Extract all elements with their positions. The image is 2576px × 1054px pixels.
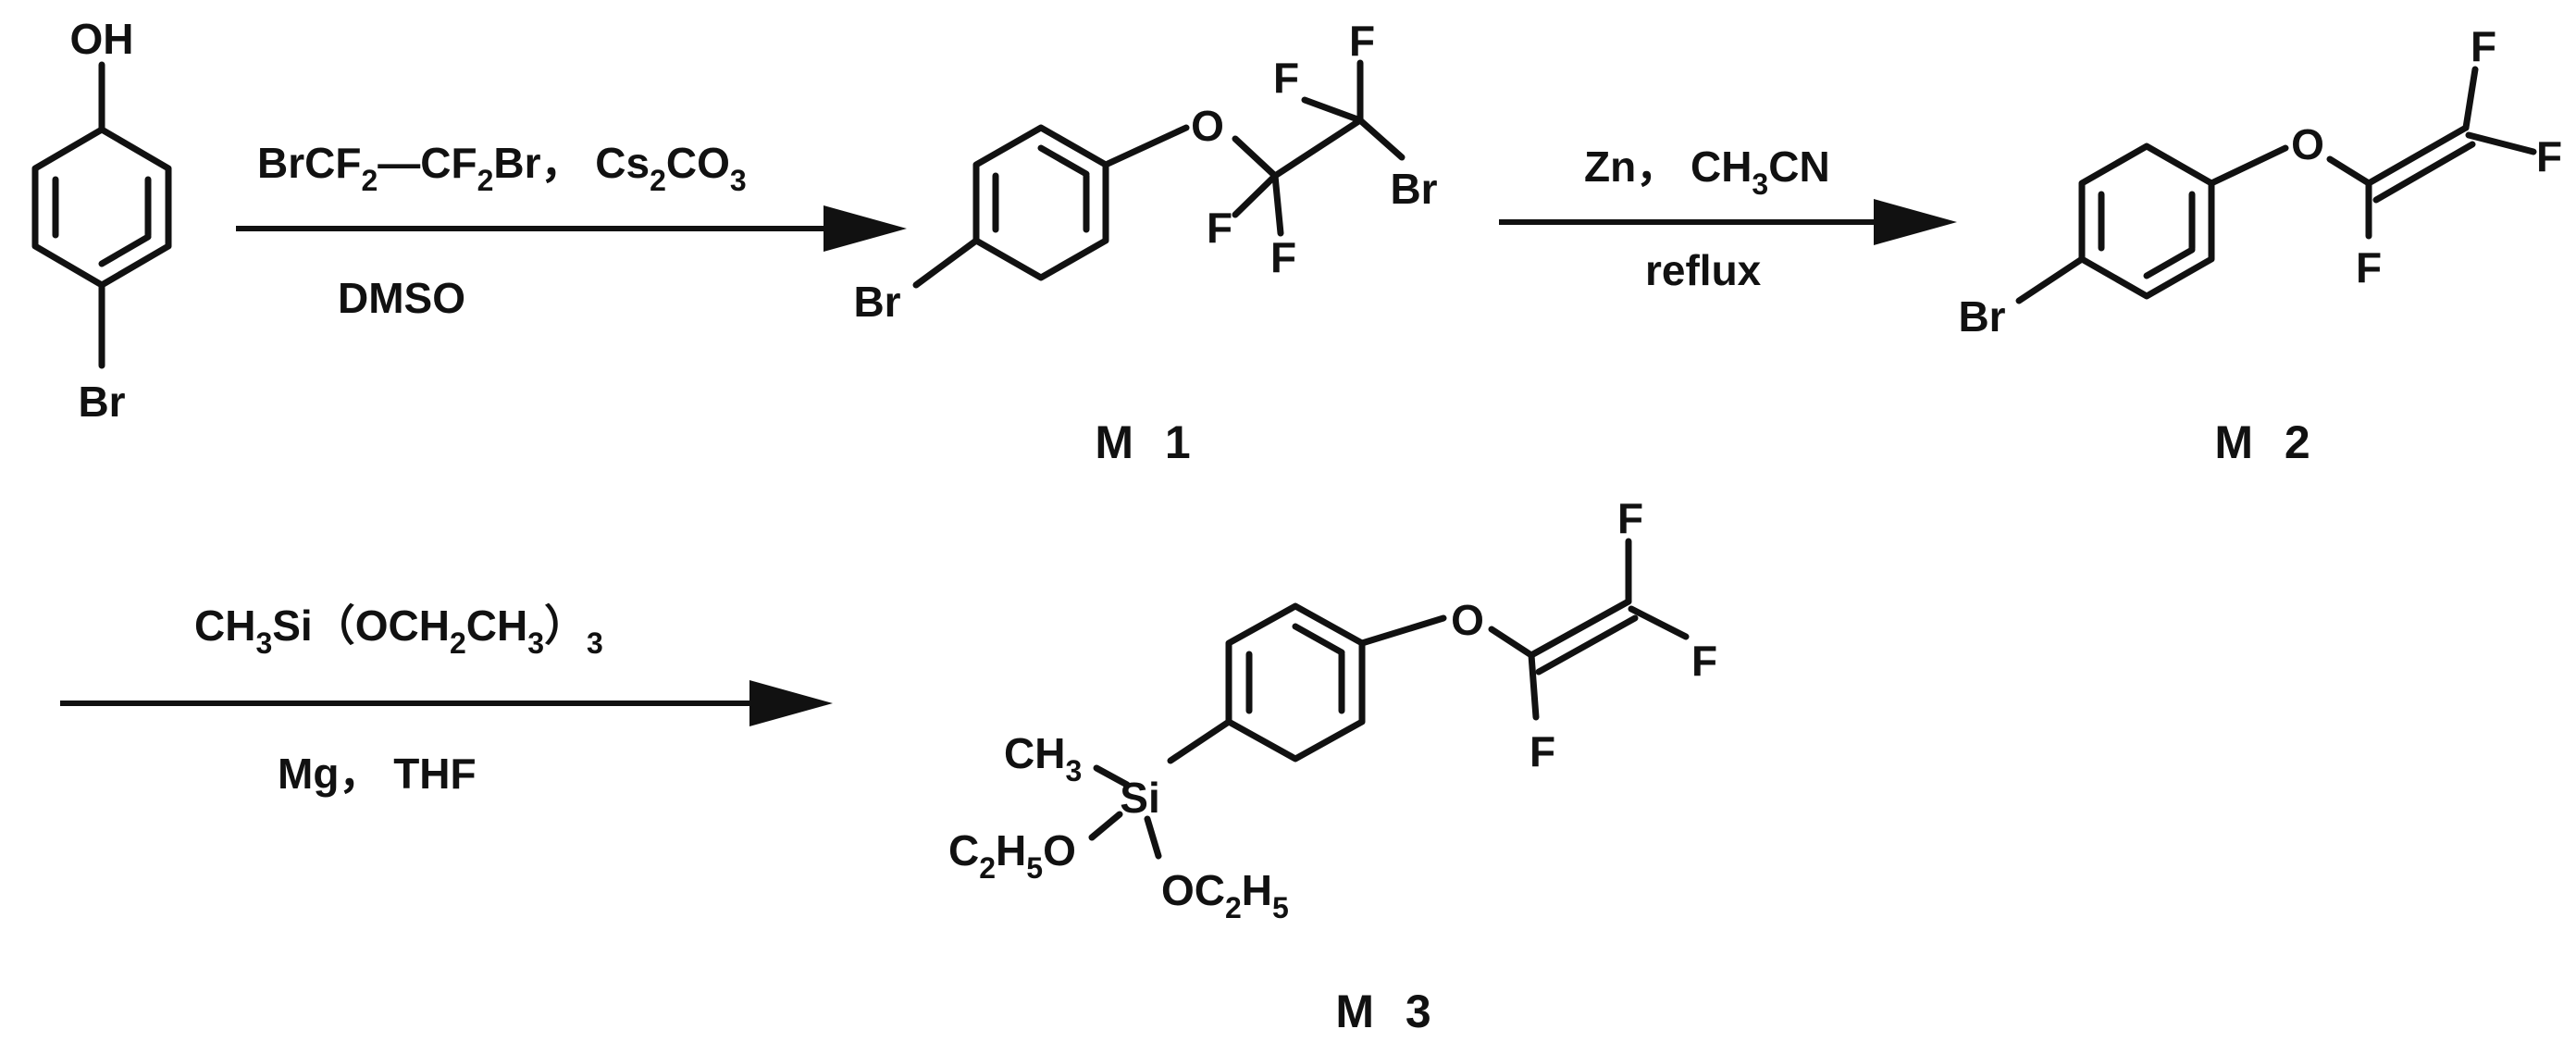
- bond-c2-f2: [1628, 605, 1690, 640]
- bond-ring-br: [2015, 255, 2086, 304]
- fluorine-label: F: [2471, 22, 2496, 70]
- step2-reagents: Zn， CH3CN: [1584, 143, 1830, 201]
- fluorine-label: F: [1273, 54, 1299, 102]
- inner-double-bond: [1037, 144, 1090, 178]
- bromine-label: Br: [853, 278, 900, 326]
- oxygen-label: O: [1191, 102, 1224, 150]
- fluorine-label: F: [1207, 204, 1232, 252]
- step2-conditions: reflux: [1645, 246, 1762, 294]
- bromine-label: Br: [1958, 292, 2005, 341]
- ethoxy-bottom-label: OC2H5: [1161, 866, 1289, 924]
- bond-c1-f3: [1528, 651, 1540, 721]
- compound-label-m1: M 1: [1095, 416, 1199, 468]
- reaction-arrow-1: BrCF2—CF2Br， Cs2CO3 DMSO: [236, 139, 907, 322]
- bond-c2-f-mid: [1301, 96, 1364, 124]
- fluorine-label: F: [2356, 243, 2382, 291]
- double-bond-c1-c2: [1528, 598, 1632, 659]
- bond-c2-f2: [2465, 131, 2537, 155]
- bond-c2-br: [1356, 117, 1406, 161]
- double-bond-c1-c2: [2372, 141, 2476, 204]
- bond-c2-f1: [2462, 66, 2479, 131]
- step3-reagents: CH3Si（OCH2CH3）3: [194, 601, 603, 660]
- inner-double-bond: [2143, 246, 2196, 279]
- compound-label-m3: M 3: [1335, 986, 1440, 1037]
- intermediate-m1: O F F Br F F Br M 1: [853, 17, 1437, 468]
- step1-reagents: BrCF2—CF2Br， Cs2CO3: [257, 139, 747, 197]
- reaction-arrow-3: CH3Si（OCH2CH3）3 Mg， THF: [60, 601, 833, 798]
- inner-double-bond: [98, 233, 152, 267]
- step1-solvent: DMSO: [338, 274, 465, 322]
- ethoxy-left-label: C2H5O: [948, 826, 1076, 885]
- fluorine-label: F: [1270, 233, 1296, 281]
- double-bond-c1-c2: [1535, 614, 1639, 676]
- bond-si-o-bottom: [1144, 815, 1162, 860]
- bond-ring-si: [1167, 718, 1232, 764]
- fluorine-label: F: [1691, 637, 1717, 685]
- bond-o-c1: [2326, 155, 2372, 187]
- oxygen-label: O: [2291, 120, 2324, 168]
- arrow-head: [1874, 199, 1957, 245]
- fluorine-label: F: [1349, 17, 1375, 65]
- bond-si-ch3: [1093, 764, 1131, 788]
- bond-c1-c2: [1271, 117, 1364, 180]
- bond-o-c1: [1232, 135, 1279, 180]
- bond-c1-f-low1: [1232, 172, 1279, 218]
- bond-ring-o: [1358, 614, 1447, 647]
- bromine-label: Br: [78, 378, 125, 426]
- hydroxyl-label: OH: [70, 15, 134, 63]
- arrow-head: [749, 680, 833, 726]
- bond-si-o-left: [1088, 811, 1123, 841]
- step3-conditions: Mg， THF: [278, 750, 477, 798]
- double-bond-c1-c2: [2365, 124, 2470, 187]
- bond-ring-br: [912, 237, 980, 289]
- silicon-label: Si: [1120, 774, 1159, 822]
- compound-label-m2: M 2: [2214, 416, 2319, 468]
- fluorine-label: F: [2536, 132, 2562, 180]
- oxygen-label: O: [1451, 596, 1484, 644]
- intermediate-m2: O F F F Br M 2: [1958, 22, 2562, 468]
- bond-ring-o: [2208, 144, 2289, 187]
- fluorine-label: F: [1617, 494, 1643, 542]
- reaction-arrow-2: Zn， CH3CN reflux: [1499, 143, 1957, 294]
- bond-o-c1: [1488, 626, 1535, 659]
- arrow-head: [824, 205, 907, 252]
- starting-material-4-bromophenol: OH Br: [31, 15, 172, 426]
- bond-c1-f-low2: [1271, 172, 1284, 237]
- bond-ring-o: [1102, 124, 1190, 168]
- product-m3: O F F F CH3 Si C2H5O OC2H5 M 3: [948, 494, 1717, 1037]
- bromine-label: Br: [1390, 165, 1437, 213]
- fluorine-label: F: [1530, 727, 1555, 775]
- methyl-label: CH3: [1004, 729, 1082, 787]
- inner-double-bond: [1292, 623, 1345, 656]
